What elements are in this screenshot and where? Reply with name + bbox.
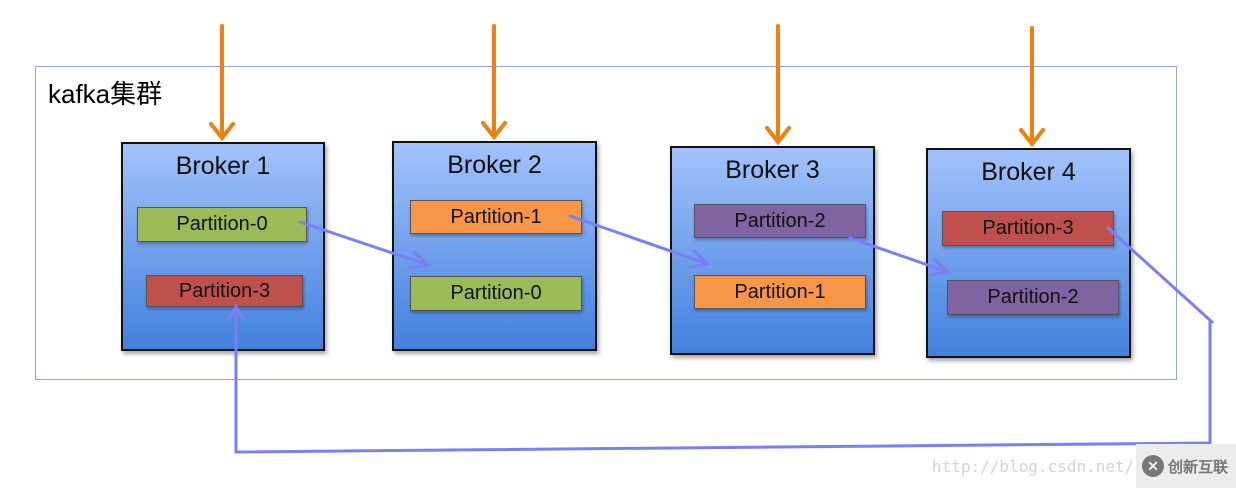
partition-2: Partition-2 xyxy=(694,204,866,238)
replication-arrow-p1 xyxy=(568,214,712,269)
broker-2: Broker 2 Partition-1 Partition-0 xyxy=(392,141,597,351)
partition-1: Partition-1 xyxy=(410,200,582,234)
broker-3: Broker 3 Partition-2 Partition-1 xyxy=(670,146,875,355)
broker-4: Broker 4 Partition-3 Partition-2 xyxy=(926,148,1131,358)
kafka-cluster-boundary xyxy=(35,66,1177,380)
replication-arrow-p0 xyxy=(298,220,432,270)
logo-icon: ✕ xyxy=(1142,455,1164,477)
input-arrow-broker-1 xyxy=(209,24,235,142)
replication-arrow-p3 xyxy=(226,226,1214,454)
broker-1: Broker 1 Partition-0 Partition-3 xyxy=(121,142,325,351)
broker-title: Broker 2 xyxy=(447,151,542,179)
logo-text: 创新互联 xyxy=(1168,458,1229,476)
broker-title: Broker 3 xyxy=(725,156,820,184)
broker-title: Broker 1 xyxy=(175,152,271,180)
partition-2: Partition-2 xyxy=(947,280,1119,315)
watermark-logo: ✕ 创新互联 xyxy=(1136,444,1236,488)
replication-arrow-p2 xyxy=(848,236,952,277)
cluster-title: kafka集群 xyxy=(48,79,163,109)
input-arrow-broker-4 xyxy=(1019,26,1045,148)
partition-0: Partition-0 xyxy=(137,207,307,242)
broker-title: Broker 4 xyxy=(981,158,1076,186)
partition-0: Partition-0 xyxy=(410,276,582,311)
partition-1: Partition-1 xyxy=(694,275,866,309)
partition-3: Partition-3 xyxy=(146,275,303,307)
watermark-url: http://blog.csdn.net/ xyxy=(932,457,1135,476)
input-arrow-broker-2 xyxy=(481,24,507,141)
partition-3: Partition-3 xyxy=(942,211,1114,246)
input-arrow-broker-3 xyxy=(765,24,791,146)
